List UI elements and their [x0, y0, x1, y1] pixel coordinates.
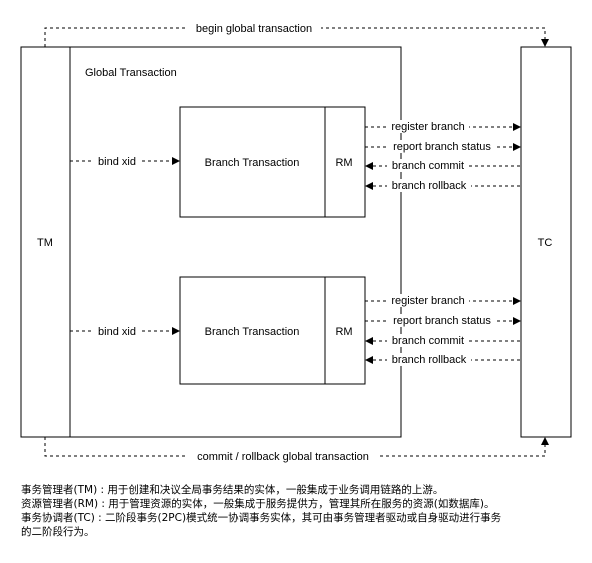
register-branch-label: register branch [391, 121, 464, 133]
bind-xid-label: bind xid [98, 326, 136, 338]
rm-description: 资源管理者(RM) : 用于管理资源的实体，一般集成于服务提供方，管理其所在服务… [21, 498, 495, 510]
end-global-transaction-label: commit / rollback global transaction [197, 451, 369, 463]
rm-box [324, 276, 366, 385]
branch-rollback-label: branch rollback [392, 354, 467, 366]
rm-label: RM [335, 157, 352, 169]
branch-commit-label: branch commit [392, 335, 464, 347]
bind-xid-label: bind xid [98, 156, 136, 168]
branch-group-2: Branch Transaction RM bind xid register … [70, 276, 521, 385]
branch-transaction-label: Branch Transaction [205, 326, 300, 338]
branch-transaction-box [179, 106, 326, 218]
global-transaction-label: Global Transaction [85, 67, 177, 79]
register-branch-label: register branch [391, 295, 464, 307]
rm-label: RM [335, 326, 352, 338]
end-global-transaction-arrow [44, 437, 549, 457]
report-branch-status-label: report branch status [393, 141, 491, 153]
begin-global-transaction-arrow [44, 27, 549, 47]
tc-description: 事务协调者(TC) : 二阶段事务(2PC)模式统一协调事务实体，其可由事务管理… [21, 512, 502, 524]
branch-transaction-box [179, 276, 326, 385]
tc-label: TC [538, 237, 553, 249]
tc-description-continued: 的二阶段行为。 [21, 526, 95, 538]
branch-commit-label: branch commit [392, 160, 464, 172]
begin-global-transaction-label: begin global transaction [196, 23, 312, 35]
tm-label: TM [37, 237, 53, 249]
branch-transaction-label: Branch Transaction [205, 157, 300, 169]
branch-rollback-label: branch rollback [392, 180, 467, 192]
tc-box [520, 46, 572, 438]
seata-architecture-diagram: Global Transaction TM TC begin global tr… [20, 23, 572, 463]
role-descriptions: 事务管理者(TM) : 用于创建和决议全局事务结果的实体，一般集成于业务调用链路… [21, 483, 586, 539]
report-branch-status-label: report branch status [393, 315, 491, 327]
tm-description: 事务管理者(TM) : 用于创建和决议全局事务结果的实体，一般集成于业务调用链路… [21, 484, 444, 496]
branch-group-1: Branch Transaction RM bind xid register … [70, 106, 521, 218]
